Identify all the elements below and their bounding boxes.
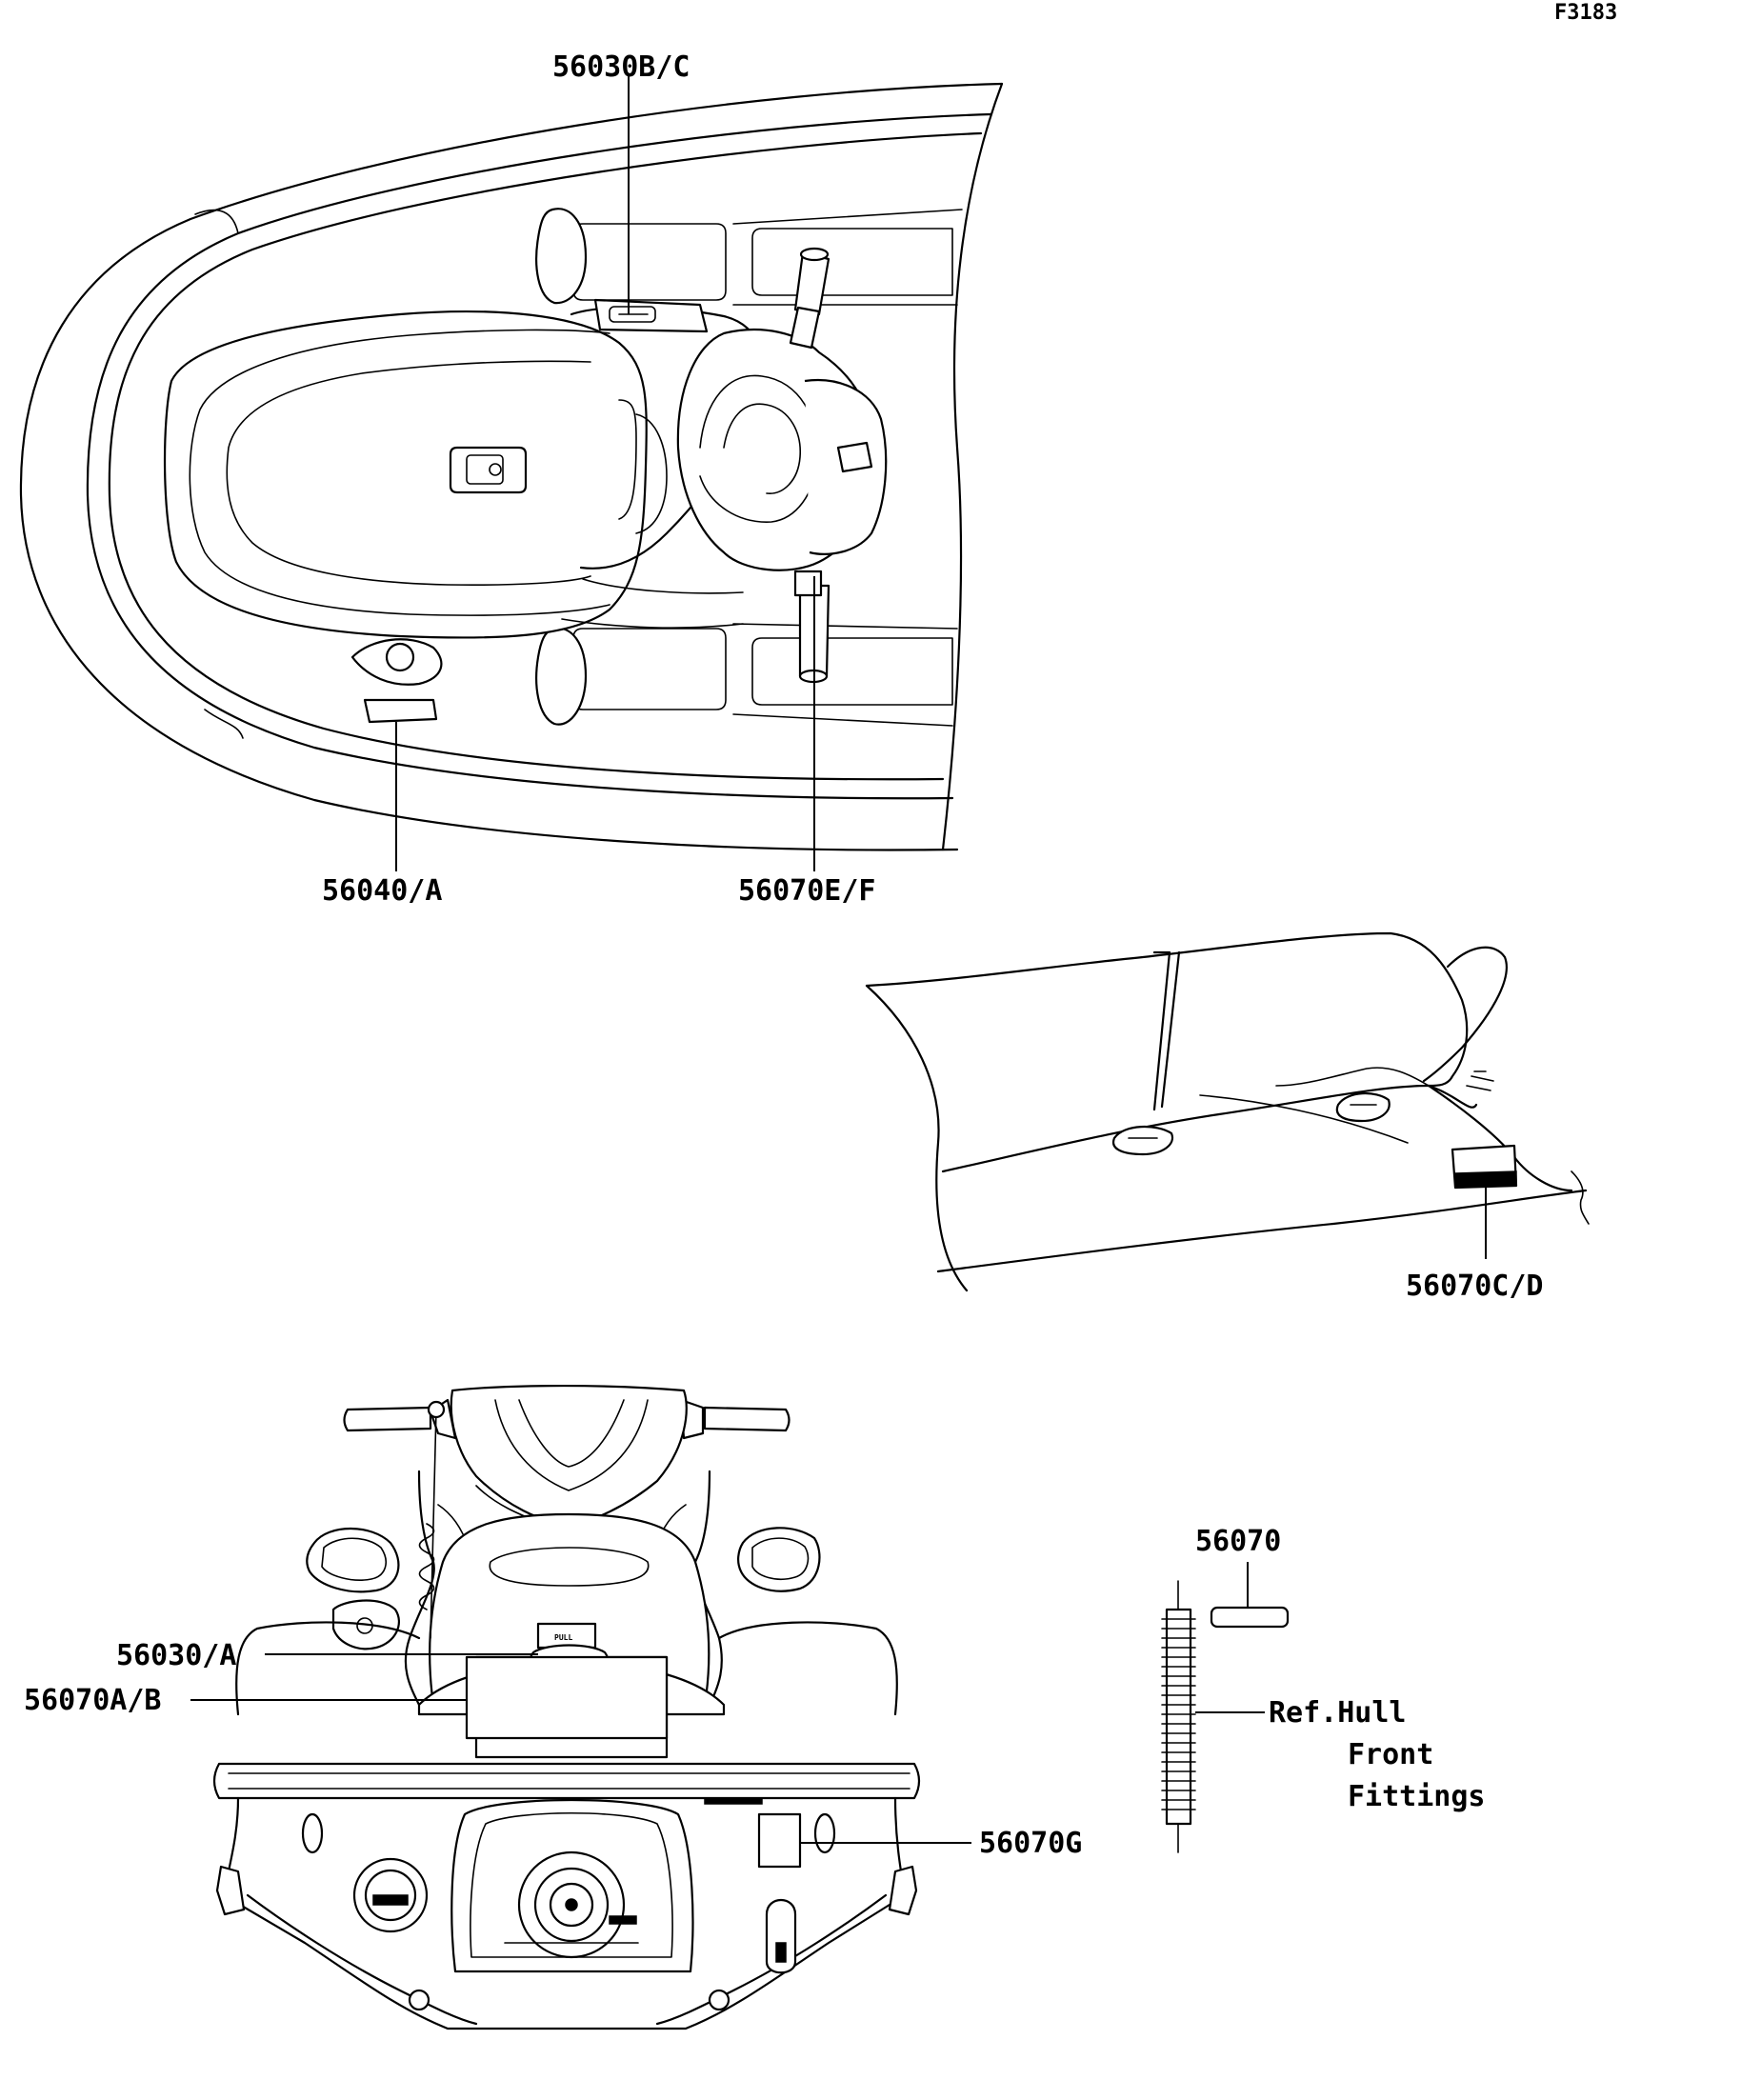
- callout-56030BC: 56030B/C: [552, 50, 690, 84]
- callout-56070CD: 56070C/D: [1406, 1270, 1544, 1303]
- callout-56070EF: 56070E/F: [738, 874, 876, 908]
- svg-text:PULL: PULL: [554, 1633, 572, 1642]
- ref-note-line1: Ref.Hull: [1269, 1696, 1407, 1730]
- top-view-drawing: [19, 82, 1004, 851]
- ref-note-line2: Front: [1348, 1738, 1433, 1771]
- figure-id: F3183: [1554, 1, 1617, 25]
- rear-view-drawing: PULL: [212, 1384, 921, 2030]
- callout-56070G: 56070G: [979, 1827, 1082, 1860]
- callout-56070AB: 56070A/B: [24, 1684, 162, 1717]
- loose-label-part: [1210, 1606, 1290, 1629]
- callout-56070: 56070: [1195, 1525, 1281, 1558]
- front-fitting-part: [1161, 1580, 1196, 1853]
- side-view-drawing: [865, 931, 1590, 1292]
- callout-56040A: 56040/A: [322, 874, 442, 908]
- ref-note-line3: Fittings: [1348, 1780, 1486, 1813]
- callout-56030A: 56030/A: [116, 1639, 236, 1672]
